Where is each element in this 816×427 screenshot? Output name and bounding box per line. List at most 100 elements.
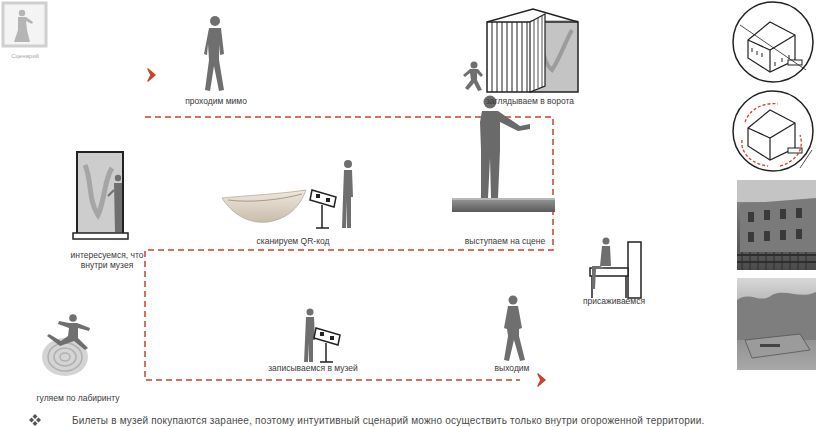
gate-illustration xyxy=(487,9,578,92)
seat-block-part xyxy=(628,242,641,298)
signup-person-part xyxy=(307,309,314,316)
museum-photo-part xyxy=(748,208,802,242)
museum-photo-part xyxy=(737,180,816,270)
stage-platform xyxy=(452,198,555,212)
exiting-person-part xyxy=(504,306,525,361)
seat-block-part xyxy=(592,276,626,298)
museum-photo-part xyxy=(737,180,816,202)
gate-illustration-part xyxy=(492,22,527,92)
museum-window xyxy=(73,152,128,239)
labyrinth-part xyxy=(60,353,70,361)
step-caption: проходим мимо xyxy=(171,96,261,106)
museum-window-part xyxy=(108,190,114,196)
site-sketch-part xyxy=(752,48,789,66)
courtyard-photo-part xyxy=(745,334,810,358)
running-child xyxy=(463,62,483,92)
step-caption: заглядываем в ворота xyxy=(470,96,590,106)
note-bullet xyxy=(29,414,41,426)
exiting-person xyxy=(504,296,525,362)
qr-stand-part xyxy=(314,328,340,345)
qr-stand-part xyxy=(316,194,320,198)
signup-person-part xyxy=(304,317,315,362)
walking-person-part xyxy=(210,16,220,26)
site-sketch-part xyxy=(740,25,806,70)
museum-window-part xyxy=(85,165,112,215)
step-caption: интересуемся, что внутри музея xyxy=(57,250,157,270)
end-chevron xyxy=(538,374,545,386)
icon-caption: Сценарий xyxy=(2,53,48,60)
step-caption: гуляем по лабиринту xyxy=(23,393,133,403)
museum-window-part xyxy=(77,152,123,234)
dancing-person-part xyxy=(69,314,77,322)
step-caption: присаживаемся xyxy=(569,296,659,306)
site-sketch-route-part xyxy=(742,104,801,166)
running-child-part xyxy=(463,69,483,91)
museum-window-part xyxy=(115,175,121,181)
scenario-icon-part xyxy=(14,17,33,42)
qr-stand-part xyxy=(316,205,329,228)
museum-window-part xyxy=(73,233,128,239)
stage-platform-part xyxy=(452,198,555,212)
site-sketch-route xyxy=(733,91,813,171)
scenario-icon-part xyxy=(3,3,46,46)
labyrinth-part xyxy=(54,348,76,366)
dancing-person xyxy=(47,314,90,350)
qr-stand-part xyxy=(320,332,324,336)
scanning-person-part xyxy=(344,160,352,168)
site-sketch xyxy=(733,2,813,82)
site-sketch-part xyxy=(748,35,795,72)
note-bullet-part xyxy=(36,418,41,423)
step-caption: выходим xyxy=(472,363,552,373)
boat-illustration xyxy=(222,190,306,222)
qr-stand xyxy=(314,328,340,362)
qr-stand xyxy=(310,190,336,228)
stage-platform-part xyxy=(452,198,555,200)
courtyard-photo xyxy=(737,278,816,370)
labyrinth-part xyxy=(48,343,82,371)
courtyard-photo-part xyxy=(737,292,816,340)
site-sketch-route-part xyxy=(733,91,813,171)
museum-photo xyxy=(737,180,816,270)
qr-stand-part xyxy=(326,198,330,202)
scenario-icon-part xyxy=(19,10,25,16)
museum-window-part xyxy=(114,183,122,232)
gate-illustration-part xyxy=(534,16,542,90)
boat-illustration-part xyxy=(228,194,302,201)
site-sketch-route-part xyxy=(748,123,795,160)
note-bullet-part xyxy=(29,418,34,423)
start-chevron xyxy=(148,69,155,81)
step-caption: сканируем QR-код xyxy=(238,236,348,246)
seat-block xyxy=(590,238,641,299)
scanning-person xyxy=(342,160,353,228)
courtyard-photo-part xyxy=(760,344,780,347)
walking-person xyxy=(204,16,224,91)
note-bullet-part xyxy=(33,414,38,419)
site-sketch-part xyxy=(733,2,813,82)
scenario-icon xyxy=(3,3,46,46)
note-bullet-part xyxy=(33,421,38,426)
seat-block-part xyxy=(592,266,606,289)
qr-stand-part xyxy=(320,343,333,362)
site-sketch-route-part xyxy=(800,150,812,168)
scanning-person-part xyxy=(342,170,353,228)
footnote: Билеты в музей покупаются заранее, поэто… xyxy=(72,415,812,427)
running-child-part xyxy=(471,62,478,69)
dancing-person-part xyxy=(47,321,90,350)
step-caption: выступаем на сцене xyxy=(450,236,560,246)
gate-illustration-part xyxy=(530,14,545,92)
courtyard-photo-part xyxy=(737,278,816,370)
museum-photo-part xyxy=(742,252,806,270)
museum-photo-part xyxy=(740,198,816,252)
performing-person-part xyxy=(480,111,530,198)
qr-stand-part xyxy=(310,190,336,207)
signup-person xyxy=(304,309,315,363)
seat-block-part xyxy=(603,238,610,245)
performing-person xyxy=(480,96,530,199)
boat-illustration-part xyxy=(222,190,306,222)
step-caption: записываемся в музей xyxy=(253,363,373,373)
qr-stand-part xyxy=(330,336,334,340)
seat-block-part xyxy=(600,246,611,266)
exiting-person-part xyxy=(509,296,518,305)
